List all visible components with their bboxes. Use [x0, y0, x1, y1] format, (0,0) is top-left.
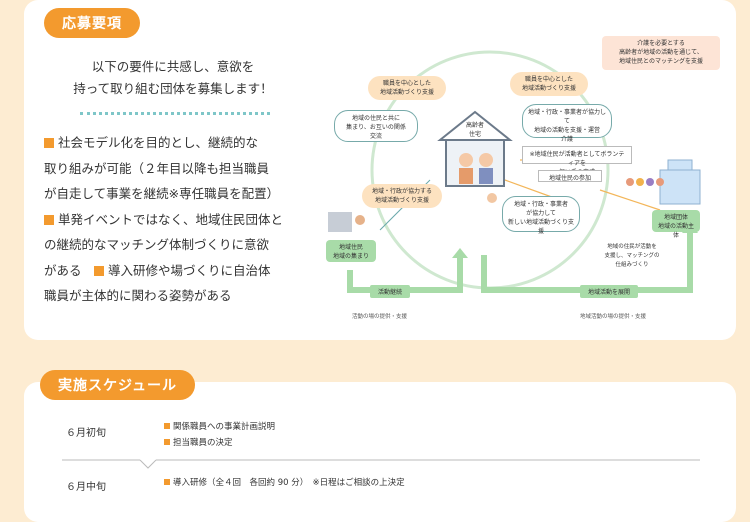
- note-mid-right-2: 地域住民の参加: [538, 170, 602, 182]
- requirement-line: が自走して事業を継続※専任職員を配置）: [44, 186, 280, 201]
- schedule-date-1: ６月初旬: [66, 428, 106, 439]
- schedule-item: 担当職員の決定: [164, 436, 233, 448]
- bubble-top-right: 職員を中心とした地域活動づくり支援: [510, 72, 588, 96]
- schedule-heading: 実施スケジュール: [40, 370, 196, 400]
- dotted-divider: [80, 112, 270, 115]
- bubble-lower-left: 地域・行政が協力する地域活動づくり支援: [362, 184, 442, 208]
- bubble-left-mid: 地域の住民と共に集まり、お互いの関係交流: [334, 110, 418, 142]
- left-box: 地域住民地域の集まり: [326, 240, 376, 262]
- arrow-label-right: 地域活動を展開: [580, 285, 639, 298]
- requirement-line: 取り組みが可能（２年目以降も担当職員: [44, 160, 270, 176]
- bullet-square-icon: [164, 439, 170, 445]
- requirement-line: 社会モデル化を目的とし、継続的な: [44, 130, 314, 156]
- requirement-line: の継続的なマッチング体制づくりに意欲: [44, 237, 270, 252]
- note-mid-right: ※地域住民が活動者としてボランティアを担い手の育成: [522, 146, 632, 176]
- schedule-item: 導入研修（全４回 各回約 90 分） ※日程はご相談の上決定: [164, 476, 405, 488]
- arrow-label-left: 活動継続: [370, 285, 411, 298]
- requirements-heading: 応募要項: [44, 8, 140, 38]
- bullet-square-icon: [164, 423, 170, 429]
- intro-line-1: 以下の要件に共感し、意欲を: [91, 59, 255, 74]
- top-right-note: 介護を必要とする高齢者が地域の活動を通じて、地域住民とのマッチングを支援: [602, 36, 720, 70]
- bubble-top-left: 職員を中心とした地域活動づくり支援: [368, 76, 446, 100]
- intro-line-2: 持って取り組む団体を募集します！: [73, 81, 273, 96]
- schedule-card: [24, 382, 736, 522]
- bullet-square-icon: [44, 214, 54, 225]
- caption-right: 地域活動の場の提供・支援: [580, 314, 647, 320]
- center-box: 地域・行政・事業者が協力して新しい地域活動づくり支援: [502, 196, 580, 235]
- right-note: 地域の住民が活動を支援し、マッチングの仕組みづくり: [604, 244, 660, 268]
- bubble-center: 地域・行政・事業者が協力して地域の活動を支援・運営介護: [522, 104, 612, 143]
- requirements-list: 社会モデル化を目的とし、継続的な 取り組みが可能（２年目以降も担当職員 が自走し…: [44, 130, 314, 309]
- caption-left: 活動の場の提供・支援: [352, 314, 408, 320]
- requirement-line: 職員が主体的に関わる姿勢がある: [44, 288, 232, 303]
- requirement-line: がある 導入研修や場づくりに自治体: [44, 262, 271, 278]
- schedule-item: 関係職員への事業計画説明: [164, 420, 275, 432]
- schedule-date-2: ６月中旬: [66, 482, 106, 493]
- schedule-divider: [62, 459, 700, 469]
- house-label: 高齢者住宅: [465, 122, 484, 138]
- requirement-line: 単発イベントではなく、地域住民団体と: [44, 207, 314, 233]
- bullet-square-icon: [44, 138, 54, 148]
- bullet-square-icon: [94, 265, 105, 276]
- right-box: 地域団体地域の活動主体: [652, 210, 700, 239]
- bullet-square-icon: [164, 479, 170, 485]
